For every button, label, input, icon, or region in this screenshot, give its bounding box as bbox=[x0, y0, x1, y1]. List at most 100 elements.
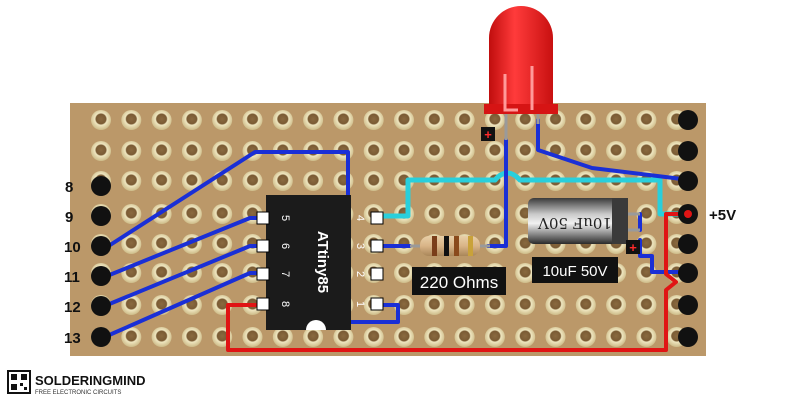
pin-label-8: 8 bbox=[65, 179, 73, 196]
board-pad bbox=[484, 295, 505, 315]
chip-pin-6: 6 bbox=[279, 243, 291, 249]
board-pad bbox=[181, 110, 202, 130]
board-pad bbox=[121, 234, 142, 254]
supply-pad-marker bbox=[684, 210, 692, 218]
pin-label-12: 12 bbox=[64, 299, 81, 316]
board-pad bbox=[575, 110, 596, 130]
capacitor-label: 10uF 50V bbox=[542, 263, 607, 280]
board-pad bbox=[212, 263, 233, 283]
board-pad bbox=[181, 171, 202, 191]
board-pad bbox=[121, 171, 142, 191]
board-pad bbox=[424, 141, 445, 161]
board-pad bbox=[212, 141, 233, 161]
board-pad bbox=[212, 204, 233, 224]
board-pad bbox=[515, 263, 536, 283]
board-pad bbox=[151, 263, 172, 283]
board-pad bbox=[424, 295, 445, 315]
chip-pin-7: 7 bbox=[279, 271, 291, 277]
board-pad bbox=[454, 204, 475, 224]
board-pad bbox=[515, 141, 536, 161]
board-pad bbox=[91, 141, 111, 161]
board-pad bbox=[484, 327, 505, 347]
board-pad bbox=[515, 295, 536, 315]
brand-tagline: FREE ELECTRONIC CIRCUITS bbox=[35, 390, 121, 396]
board-pad bbox=[575, 295, 596, 315]
board-pad bbox=[575, 327, 596, 347]
board-pad bbox=[333, 327, 354, 347]
pin-label-11: 11 bbox=[64, 269, 80, 286]
board-pad bbox=[212, 234, 233, 254]
board-pad bbox=[121, 141, 142, 161]
board-pad bbox=[303, 110, 324, 130]
board-pad bbox=[575, 141, 596, 161]
board-pad bbox=[484, 204, 505, 224]
board-pad bbox=[272, 171, 293, 191]
board-pad bbox=[394, 110, 414, 130]
supply-label: +5V bbox=[709, 207, 736, 224]
board-pad bbox=[545, 327, 566, 347]
resistor bbox=[410, 236, 490, 256]
board-pad bbox=[121, 110, 142, 130]
capacitor-label-box bbox=[532, 257, 618, 283]
board-pad bbox=[424, 204, 445, 224]
red-wire bbox=[226, 212, 692, 352]
board-pad bbox=[242, 171, 263, 191]
board-pad bbox=[394, 327, 414, 347]
board-pad bbox=[121, 204, 142, 224]
brand-logo: SOLDERINGMIND FREE ELECTRONIC CIRCUITS bbox=[7, 370, 146, 396]
board-pad bbox=[151, 110, 172, 130]
chip-pin-3: 3 bbox=[354, 243, 366, 249]
board-pad bbox=[242, 110, 263, 130]
board-pad bbox=[212, 110, 233, 130]
board-pad bbox=[484, 110, 505, 130]
board-pad bbox=[333, 110, 354, 130]
board-pad bbox=[606, 295, 627, 315]
board-pad bbox=[272, 327, 293, 347]
board-pad bbox=[636, 295, 657, 315]
electrolytic-capacitor: 10uF 50V bbox=[528, 198, 640, 244]
board-pad bbox=[394, 263, 414, 283]
chip-pin-4: 4 bbox=[354, 215, 366, 221]
board-pad bbox=[151, 171, 172, 191]
pin-label-13: 13 bbox=[64, 330, 81, 347]
board-pad bbox=[181, 204, 202, 224]
board-pad bbox=[454, 327, 475, 347]
chip-name: ATtiny85 bbox=[314, 231, 331, 293]
board-pad bbox=[606, 110, 627, 130]
board-pad bbox=[121, 295, 142, 315]
board-pad bbox=[151, 234, 172, 254]
pin-label-9: 9 bbox=[65, 209, 73, 226]
board-pad bbox=[151, 327, 172, 347]
capacitor-body-text: 10uF 50V bbox=[537, 214, 612, 232]
board-pad bbox=[363, 141, 384, 161]
board-pad bbox=[333, 171, 354, 191]
board-pad bbox=[242, 327, 263, 347]
board-pad bbox=[363, 110, 384, 130]
led-plus-sign: + bbox=[484, 127, 492, 142]
header-pads-left bbox=[91, 176, 111, 347]
board-pad bbox=[363, 327, 384, 347]
board-pad bbox=[454, 141, 475, 161]
capacitor-plus-box bbox=[626, 240, 640, 254]
chip-pin-5: 5 bbox=[279, 215, 291, 221]
pin-label-10: 10 bbox=[64, 239, 81, 256]
board-pad bbox=[636, 110, 657, 130]
header-pads-right bbox=[678, 110, 698, 347]
resistor-label-box bbox=[412, 267, 506, 295]
board-pad bbox=[363, 171, 384, 191]
attiny85-chip: 5 6 7 8 4 3 2 1 ATtiny85 bbox=[256, 195, 384, 330]
board-pad bbox=[545, 295, 566, 315]
board-pad bbox=[454, 110, 475, 130]
board-pad bbox=[91, 110, 111, 130]
board-pad bbox=[545, 110, 566, 130]
board-pad bbox=[454, 295, 475, 315]
board-pad bbox=[424, 110, 445, 130]
board-pad bbox=[636, 141, 657, 161]
board-pad bbox=[181, 141, 202, 161]
red-led bbox=[484, 6, 558, 140]
chip-pin-1: 1 bbox=[354, 301, 366, 307]
board-pad bbox=[151, 141, 172, 161]
board-pad bbox=[636, 327, 657, 347]
board-pad bbox=[272, 110, 293, 130]
board-pad bbox=[303, 171, 324, 191]
